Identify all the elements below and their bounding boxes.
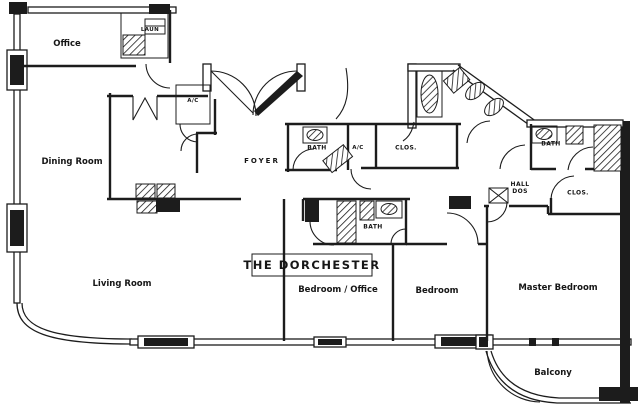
right-wall xyxy=(620,121,630,403)
sink xyxy=(535,128,553,140)
toilet xyxy=(359,200,375,221)
window-mullion xyxy=(441,337,485,346)
tub xyxy=(322,143,354,174)
room-label-foyer: FOYER xyxy=(244,157,280,165)
entry-door-left xyxy=(210,70,257,117)
bathtub xyxy=(420,74,439,114)
kitchen-swing-door xyxy=(132,96,158,121)
window-mullion xyxy=(318,339,342,345)
office-door xyxy=(145,63,171,89)
room-label-closet-hall: CLOS. xyxy=(395,144,417,152)
room-label-dining-room: Dining Room xyxy=(41,157,103,167)
door-arcs xyxy=(145,63,594,403)
ac-closet-foyer-walls xyxy=(175,84,211,125)
bath-master-door xyxy=(567,146,594,171)
room-label-laundry: LAUN xyxy=(140,27,160,33)
room-label-ac-hall: A/C xyxy=(352,145,364,151)
room-label-hall: HALL DOS xyxy=(511,181,530,195)
bath-upper-door xyxy=(292,148,315,171)
room-label-balcony: Balcony xyxy=(534,368,572,378)
column xyxy=(10,210,24,246)
sink xyxy=(465,81,485,101)
exterior-walls xyxy=(6,2,638,404)
vanity xyxy=(442,66,471,94)
kitchen-counter xyxy=(135,183,156,199)
washer-dryer xyxy=(122,34,146,56)
room-label-bedroom-office: Bedroom / Office xyxy=(298,285,378,295)
wall-footing xyxy=(599,387,638,401)
master-door-symbol xyxy=(488,187,509,204)
fixtures xyxy=(122,34,622,277)
room-label-bath-master: BATH xyxy=(541,140,561,148)
window-mullion xyxy=(144,338,188,346)
bedroom-door xyxy=(446,212,479,245)
ac-closet-door xyxy=(179,123,199,143)
interior-walls xyxy=(20,10,623,341)
room-label-bath-lower: BATH xyxy=(363,223,383,231)
hall-door xyxy=(499,144,526,170)
hall-label-line2: DOS xyxy=(512,188,528,195)
sink xyxy=(484,97,504,117)
sink xyxy=(380,203,398,215)
ac-closet-hall-door xyxy=(350,168,372,190)
sink xyxy=(306,129,324,141)
door-header xyxy=(449,196,471,209)
entry-door-leaf xyxy=(254,71,303,116)
balcony-edge xyxy=(485,350,631,404)
room-label-bedroom: Bedroom xyxy=(415,286,459,296)
closet-master-door xyxy=(550,175,575,200)
hall-label-line1: HALL xyxy=(510,181,530,188)
kitchen-foyer-door xyxy=(180,133,199,152)
column xyxy=(10,55,24,85)
entry-door-right xyxy=(252,70,298,116)
diagonal-wall xyxy=(457,64,538,123)
closet-shelving xyxy=(593,124,622,172)
bath-lower-door xyxy=(390,228,407,245)
room-label-living-room: Living Room xyxy=(92,279,152,289)
tub xyxy=(336,200,357,244)
room-label-ac-foyer: A/C xyxy=(187,98,199,104)
corner-column xyxy=(9,2,27,14)
bedroom-office-door xyxy=(309,220,335,246)
balcony-door xyxy=(486,350,541,403)
room-label-office: Office xyxy=(53,39,81,49)
room-label-bath-upper: BATH xyxy=(307,144,327,152)
title-box xyxy=(251,253,373,277)
laundry-closet xyxy=(120,12,169,59)
room-label-closet-master: CLOS. xyxy=(567,189,589,197)
plan-title: THE DORCHESTER xyxy=(243,258,381,272)
room-label-master-bedroom: Master Bedroom xyxy=(518,283,598,293)
